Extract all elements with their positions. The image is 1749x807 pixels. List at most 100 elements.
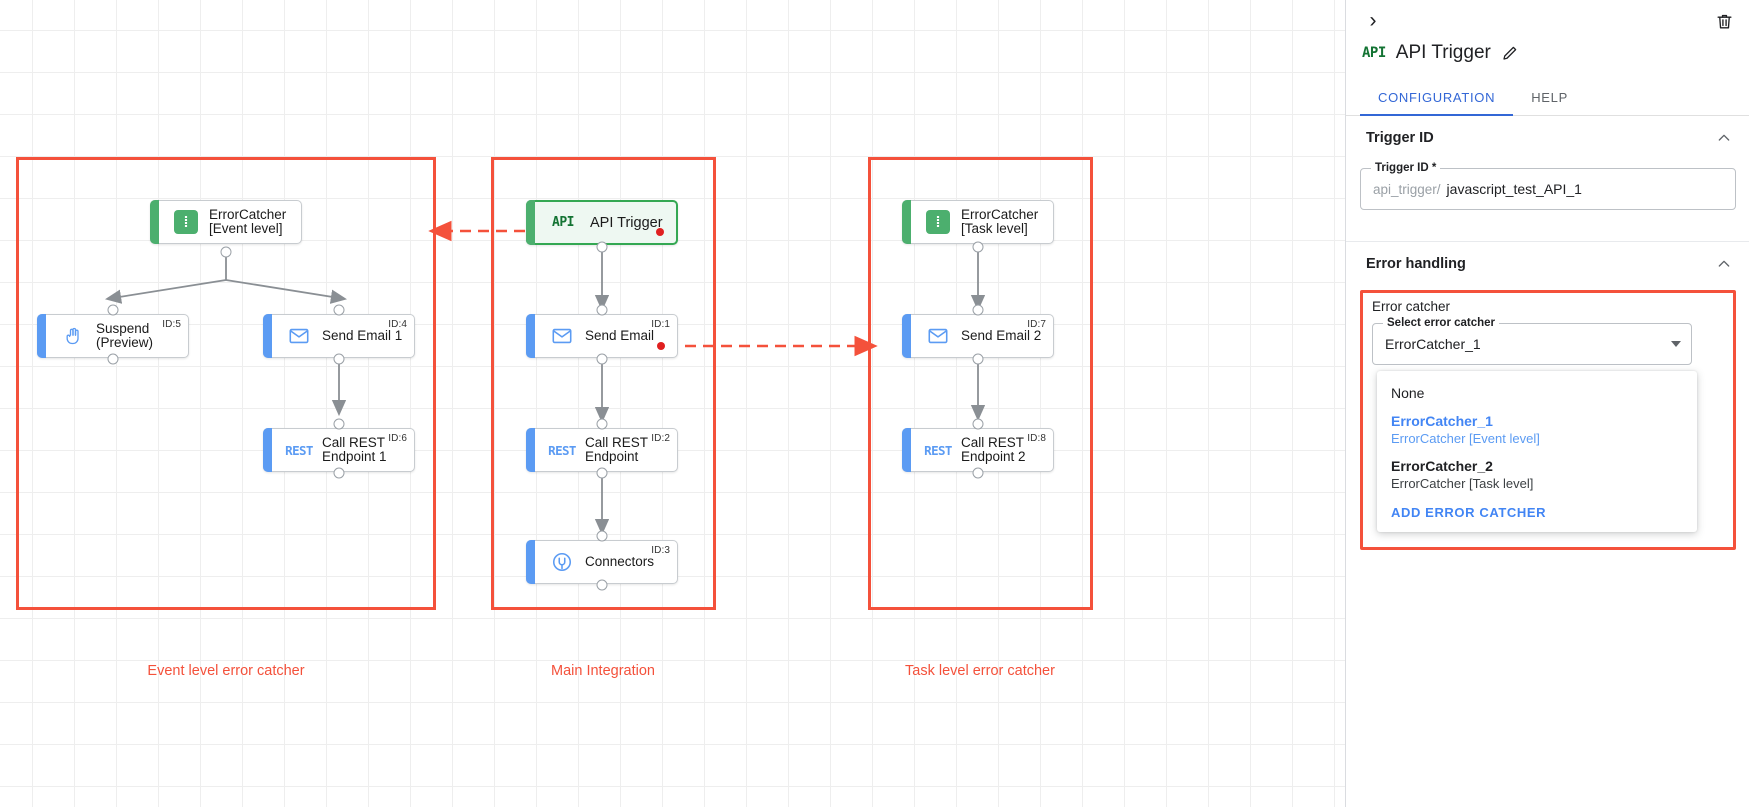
chevron-up-icon[interactable] <box>1716 130 1732 146</box>
node-error-indicator <box>657 342 665 350</box>
node-error-catcher-event-level[interactable]: ⁞ ErrorCatcher [Event level] <box>150 200 302 244</box>
trigger-id-input[interactable]: javascript_test_API_1 <box>1446 181 1582 197</box>
node-label: Connectors <box>585 554 655 569</box>
node-send-email[interactable]: Send Email ID:1 <box>526 314 678 358</box>
node-accent-stripe <box>150 200 159 244</box>
section-title: Trigger ID <box>1366 130 1434 146</box>
trigger-id-field-label: Trigger ID * <box>1371 162 1441 174</box>
node-send-email-2[interactable]: Send Email 2 ID:7 <box>902 314 1054 358</box>
node-suspend[interactable]: Suspend (Preview) ID:5 <box>37 314 189 358</box>
node-accent-stripe <box>263 314 272 358</box>
port-out[interactable] <box>596 353 608 365</box>
pencil-icon[interactable] <box>1501 44 1519 62</box>
node-id-tag: ID:6 <box>388 433 407 444</box>
trigger-id-field[interactable]: Trigger ID * api_trigger/ javascript_tes… <box>1360 162 1736 210</box>
port-in[interactable] <box>333 418 345 430</box>
group-frame-event-level[interactable] <box>16 157 436 610</box>
node-label: ErrorCatcher [Task level] <box>961 207 1039 236</box>
port-out[interactable] <box>596 241 608 253</box>
port-out[interactable] <box>972 467 984 479</box>
node-label: Call REST Endpoint 2 <box>961 435 1026 464</box>
port-out[interactable] <box>972 353 984 365</box>
dropdown-option-none[interactable]: None <box>1377 379 1697 407</box>
node-id-tag: ID:5 <box>162 319 181 330</box>
node-call-rest-endpoint[interactable]: REST Call REST Endpoint ID:2 <box>526 428 678 472</box>
node-call-rest-endpoint-1[interactable]: REST Call REST Endpoint 1 ID:6 <box>263 428 415 472</box>
envelope-icon <box>549 323 575 349</box>
dropdown-option-errorcatcher-2[interactable]: ErrorCatcher_2 ErrorCatcher [Task level] <box>1377 452 1697 497</box>
port-out[interactable] <box>220 246 232 258</box>
api-icon: API <box>1362 45 1386 61</box>
node-id-tag: ID:7 <box>1027 319 1046 330</box>
connectors-icon <box>549 549 575 575</box>
dropdown-option-errorcatcher-1[interactable]: ErrorCatcher_1 ErrorCatcher [Event level… <box>1377 407 1697 452</box>
node-accent-stripe <box>263 428 272 472</box>
node-id-tag: ID:8 <box>1027 433 1046 444</box>
rest-icon: REST <box>285 442 313 458</box>
delete-icon[interactable] <box>1712 9 1736 33</box>
node-accent-stripe <box>902 314 911 358</box>
dropdown-option-secondary: ErrorCatcher [Task level] <box>1391 476 1534 491</box>
node-api-trigger[interactable]: API API Trigger <box>526 200 678 245</box>
port-out[interactable] <box>596 579 608 591</box>
node-label: Suspend (Preview) <box>96 321 154 350</box>
error-catcher-icon: ⁞ <box>925 209 951 235</box>
select-error-catcher-label: Select error catcher <box>1383 317 1500 329</box>
envelope-icon <box>925 323 951 349</box>
panel-topbar: › <box>1346 0 1749 42</box>
node-call-rest-endpoint-2[interactable]: REST Call REST Endpoint 2 ID:8 <box>902 428 1054 472</box>
dropdown-option-primary: None <box>1391 385 1425 401</box>
properties-panel: › API API Trigger CONFIGURATION HELP <box>1345 0 1749 807</box>
port-in[interactable] <box>596 304 608 316</box>
group-label-task-level: Task level error catcher <box>905 663 1055 679</box>
node-error-catcher-task-level[interactable]: ⁞ ErrorCatcher [Task level] <box>902 200 1054 244</box>
section-header-trigger-id[interactable]: Trigger ID <box>1346 116 1749 160</box>
error-catcher-dropdown-menu[interactable]: None ErrorCatcher_1 ErrorCatcher [Event … <box>1377 371 1697 532</box>
chevron-up-icon[interactable] <box>1716 256 1732 272</box>
dropdown-option-primary: ErrorCatcher_2 <box>1391 458 1493 474</box>
node-accent-stripe <box>902 200 911 244</box>
workflow-canvas[interactable]: Event level error catcher Main Integrati… <box>0 0 1345 807</box>
group-label-event-level: Event level error catcher <box>147 663 305 679</box>
port-in[interactable] <box>596 418 608 430</box>
port-out[interactable] <box>107 353 119 365</box>
group-frame-main-integration[interactable] <box>491 157 716 610</box>
node-accent-stripe <box>526 200 535 245</box>
node-accent-stripe <box>902 428 911 472</box>
group-frame-task-level[interactable] <box>868 157 1093 610</box>
panel-tabs: CONFIGURATION HELP <box>1346 78 1749 116</box>
chevron-down-icon[interactable] <box>1671 341 1681 347</box>
node-connectors[interactable]: Connectors ID:3 <box>526 540 678 584</box>
section-trigger-id: Trigger ID Trigger ID * api_trigger/ jav… <box>1346 116 1749 242</box>
port-in[interactable] <box>596 530 608 542</box>
node-id-tag: ID:3 <box>651 545 670 556</box>
node-id-tag: ID:1 <box>651 319 670 330</box>
group-label-main-integration: Main Integration <box>551 663 655 679</box>
section-header-error-handling[interactable]: Error handling <box>1346 242 1749 286</box>
tab-help[interactable]: HELP <box>1531 89 1568 105</box>
error-catcher-label: Error catcher <box>1372 299 1451 314</box>
node-send-email-1[interactable]: Send Email 1 ID:4 <box>263 314 415 358</box>
node-label: Send Email <box>585 328 655 343</box>
port-in[interactable] <box>972 304 984 316</box>
port-out[interactable] <box>333 353 345 365</box>
port-in[interactable] <box>107 304 119 316</box>
add-error-catcher-button[interactable]: ADD ERROR CATCHER <box>1391 505 1547 520</box>
api-icon: API <box>552 215 574 230</box>
tab-configuration[interactable]: CONFIGURATION <box>1360 78 1514 116</box>
node-label: Call REST Endpoint <box>585 435 649 464</box>
port-out[interactable] <box>972 241 984 253</box>
port-out[interactable] <box>333 467 345 479</box>
port-in[interactable] <box>333 304 345 316</box>
node-error-indicator <box>656 228 664 236</box>
port-out[interactable] <box>596 467 608 479</box>
rest-icon: REST <box>548 442 576 458</box>
node-label: API Trigger <box>590 214 663 231</box>
dropdown-option-secondary: ErrorCatcher [Event level] <box>1391 431 1540 446</box>
node-accent-stripe <box>526 314 535 358</box>
select-error-catcher-dropdown[interactable]: Select error catcher ErrorCatcher_1 <box>1372 317 1692 365</box>
section-title: Error handling <box>1366 256 1466 272</box>
node-label: Send Email 1 <box>322 328 403 343</box>
collapse-panel-icon[interactable]: › <box>1369 9 1377 32</box>
port-in[interactable] <box>972 418 984 430</box>
